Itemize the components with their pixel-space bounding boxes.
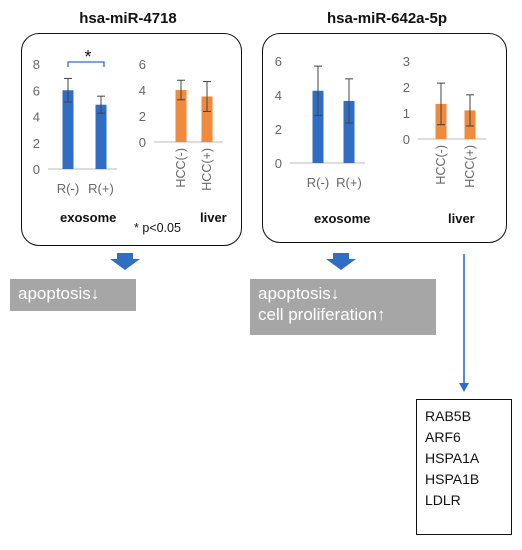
- bar: [95, 104, 107, 169]
- y-tick-label: 6: [33, 83, 40, 98]
- pvalue-note: * p<0.05: [134, 221, 181, 235]
- y-tick-label: 3: [403, 54, 410, 69]
- y-tick-label: 8: [33, 57, 40, 72]
- outcome-right-line-2: cell proliferation↑: [258, 305, 386, 324]
- significance-star: *: [84, 47, 91, 67]
- bar: [343, 100, 355, 163]
- outcome-box-left: apoptosis↓: [10, 279, 136, 311]
- bar: [62, 90, 74, 169]
- y-tick-label: 0: [139, 135, 146, 150]
- label-exosome-left: exosome: [60, 210, 117, 225]
- gene-item: HSPA1A: [425, 450, 480, 466]
- x-tick-label: HCC(+): [463, 145, 477, 188]
- x-tick-label: HCC(+): [200, 148, 214, 191]
- y-tick-label: 6: [275, 54, 282, 69]
- bar: [201, 96, 213, 142]
- label-liver-left: liver: [200, 210, 227, 225]
- x-tick-label: R(-): [57, 181, 79, 196]
- y-tick-label: 0: [275, 156, 282, 171]
- x-tick-label: HCC(-): [174, 148, 188, 188]
- label-exosome-right: exosome: [314, 211, 371, 226]
- bar: [175, 90, 187, 142]
- y-tick-label: 0: [403, 132, 410, 147]
- y-tick-label: 1: [403, 106, 410, 121]
- outcome-box-right: apoptosis↓ cell proliferation↑: [250, 279, 436, 335]
- title-left: hsa-miR-4718: [79, 10, 177, 27]
- y-tick-label: 2: [33, 136, 40, 151]
- title-right: hsa-miR-642a-5p: [326, 10, 448, 27]
- y-tick-label: 4: [139, 83, 146, 98]
- bar: [312, 90, 324, 163]
- x-tick-label: R(+): [88, 181, 114, 196]
- gene-item: HSPA1B: [425, 471, 480, 487]
- y-tick-label: 6: [139, 57, 146, 72]
- label-liver-right: liver: [448, 211, 475, 226]
- y-tick-label: 0: [33, 162, 40, 177]
- x-tick-label: HCC(-): [434, 145, 448, 185]
- gene-list-box: RAB5B ARF6 HSPA1A HSPA1B LDLR: [416, 399, 512, 535]
- y-tick-label: 2: [139, 109, 146, 124]
- x-tick-label: R(-): [307, 175, 329, 190]
- gene-item: ARF6: [425, 429, 461, 445]
- y-tick-label: 2: [275, 122, 282, 137]
- y-tick-label: 4: [33, 110, 40, 125]
- gene-item: LDLR: [425, 492, 461, 508]
- y-tick-label: 2: [403, 80, 410, 95]
- x-tick-label: R(+): [336, 175, 362, 190]
- gene-item: RAB5B: [425, 408, 471, 424]
- y-tick-label: 4: [275, 88, 282, 103]
- outcome-left-line: apoptosis↓: [18, 284, 100, 303]
- outcome-right-line-1: apoptosis↓: [258, 284, 340, 303]
